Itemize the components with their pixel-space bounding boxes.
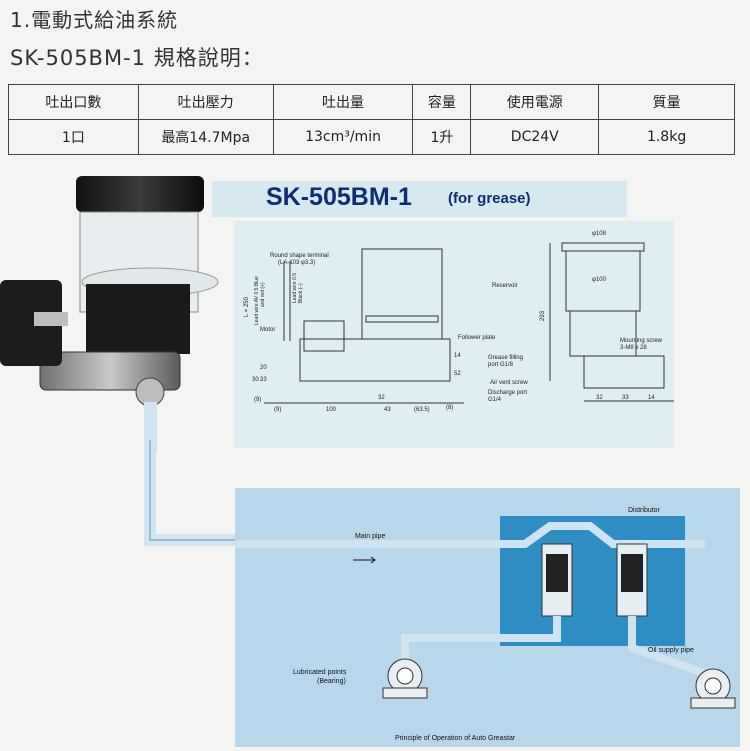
drawing-svg: Round shape terminal (LA-103 φ3.3) L = 2… (244, 231, 674, 413)
reservoir-cap (76, 176, 204, 212)
label-bearing: (Bearing) (317, 678, 346, 685)
spec-table: 吐出口數 吐出壓力 吐出量 容量 使用電源 質量 1口 最高14.7Mpa 13… (8, 84, 735, 155)
spec-value-cell: DC24V (470, 119, 600, 155)
page-heading: 1.電動式給油系統 (10, 8, 179, 32)
label-dim-20: 20 (260, 365, 267, 371)
spec-header-cell: 質量 (598, 84, 735, 120)
grease-fill (86, 284, 190, 354)
spec-header-cell: 吐出口數 (8, 84, 139, 120)
label-dim-100: 100 (326, 407, 337, 413)
spec-subheading: SK-505BM-1 規格說明： (10, 46, 264, 70)
label-mounting: Mounting screw (620, 338, 663, 344)
distributor-block (500, 516, 685, 646)
pump-block-outline (583, 355, 665, 389)
spec-value-row: 1口 最高14.7Mpa 13cm³/min 1升 DC24V 1.8kg (8, 119, 735, 155)
label-dim-14: 14 (454, 353, 461, 359)
bearing-right (690, 668, 736, 709)
spec-value-cell: 1升 (412, 119, 472, 155)
label-follower-plate: Follower plate (458, 335, 496, 341)
spec-value-cell: 13cm³/min (272, 119, 414, 155)
label-air-vent: Air vent screw (490, 380, 528, 386)
technical-drawing: Round shape terminal (LA-103 φ3.3) L = 2… (234, 221, 674, 448)
label-side-14: 14 (648, 395, 655, 401)
label-motor: Motor (260, 327, 275, 333)
spec-header-cell: 使用電源 (470, 84, 600, 120)
label-diameter-100: φ100 (592, 277, 607, 283)
label-reservoir: Reservoir (492, 283, 518, 289)
motor-outline (303, 320, 345, 352)
spec-value-cell: 最高14.7Mpa (137, 119, 274, 155)
pipe-outlet (144, 402, 157, 452)
label-dim-43: 43 (384, 407, 391, 413)
model-banner: SK-505BM-1 (for grease) (212, 181, 627, 217)
follower-plate-outline (365, 315, 439, 323)
label-discharge: Discharge port (488, 390, 527, 396)
motor-label (34, 312, 68, 326)
operation-panel: Distributor Main pipe Lubricated points … (235, 488, 740, 747)
label-main-pipe: Main pipe (355, 533, 385, 540)
label-height-293: 293 (540, 310, 546, 321)
label-dim-32: 32 (378, 395, 385, 401)
label-distributor: Distributor (628, 507, 661, 514)
label-grease-port: port G1/8 (488, 362, 514, 368)
pump-photo (0, 176, 219, 452)
label-dim-52: 52 (454, 371, 461, 377)
discharge-fitting (135, 377, 165, 407)
label-dim-9: (9) (254, 397, 261, 403)
label-lead-blue-polarity: and red (+) (260, 282, 266, 307)
motor-body (0, 280, 62, 366)
label-grease-filling: Grease filling (488, 355, 523, 361)
label-dim-30: 30 (252, 377, 259, 383)
distributor-valve (616, 543, 648, 617)
spec-header-row: 吐出口數 吐出壓力 吐出量 容量 使用電源 質量 (8, 84, 735, 120)
label-side-33: 33 (622, 395, 629, 401)
banner-suffix: (for grease) (448, 190, 531, 207)
label-lead-blue: Lead wire AV 0.5 Blue (254, 276, 260, 325)
reservoir-outline (361, 248, 443, 340)
spec-header-cell: 容量 (412, 84, 472, 120)
spec-value-cell: 1.8kg (598, 119, 735, 155)
banner-title: SK-505BM-1 (266, 183, 412, 211)
label-lead-black: Lead wire 0.5 (292, 273, 298, 303)
label-lubricated-points: Lubricated points (293, 669, 347, 676)
label-diameter-108: φ108 (592, 231, 607, 237)
label-lead-length: L = 250 (244, 296, 250, 317)
operation-caption: Principle of Operation of Auto Greastar (395, 735, 516, 742)
lube-line-right (628, 616, 715, 680)
label-round-terminal-spec: (LA-103 φ3.3) (278, 260, 315, 266)
spec-header-cell: 吐出壓力 (137, 84, 274, 120)
distributor-valve (541, 543, 573, 617)
bearing-left (382, 658, 428, 699)
label-discharge-size: G1/4 (488, 397, 502, 403)
label-dim-63-5: (63.5) (414, 407, 430, 413)
label-side-32: 32 (596, 395, 603, 401)
label-dim-9-bottom: (9) (274, 407, 281, 413)
operation-svg: Distributor Main pipe Lubricated points … (235, 507, 736, 742)
arrow-right-icon (353, 556, 376, 564)
label-dim-8: (8) (446, 405, 453, 411)
spec-value-cell: 1口 (8, 119, 139, 155)
label-round-terminal: Round shape terminal (270, 253, 329, 259)
lube-line-left (401, 616, 561, 660)
side-view (549, 242, 674, 402)
pump-block-outline (299, 338, 451, 382)
spec-header-cell: 吐出量 (272, 84, 414, 120)
label-lead-black-polarity: Black (–) (298, 283, 304, 303)
label-dim-33: 33 (260, 377, 267, 383)
label-oil-supply: Oil supply pipe (648, 647, 694, 654)
front-view (264, 248, 464, 404)
label-mounting-size: 3-M8 x 28 (620, 345, 647, 351)
cap-outline (561, 242, 645, 252)
